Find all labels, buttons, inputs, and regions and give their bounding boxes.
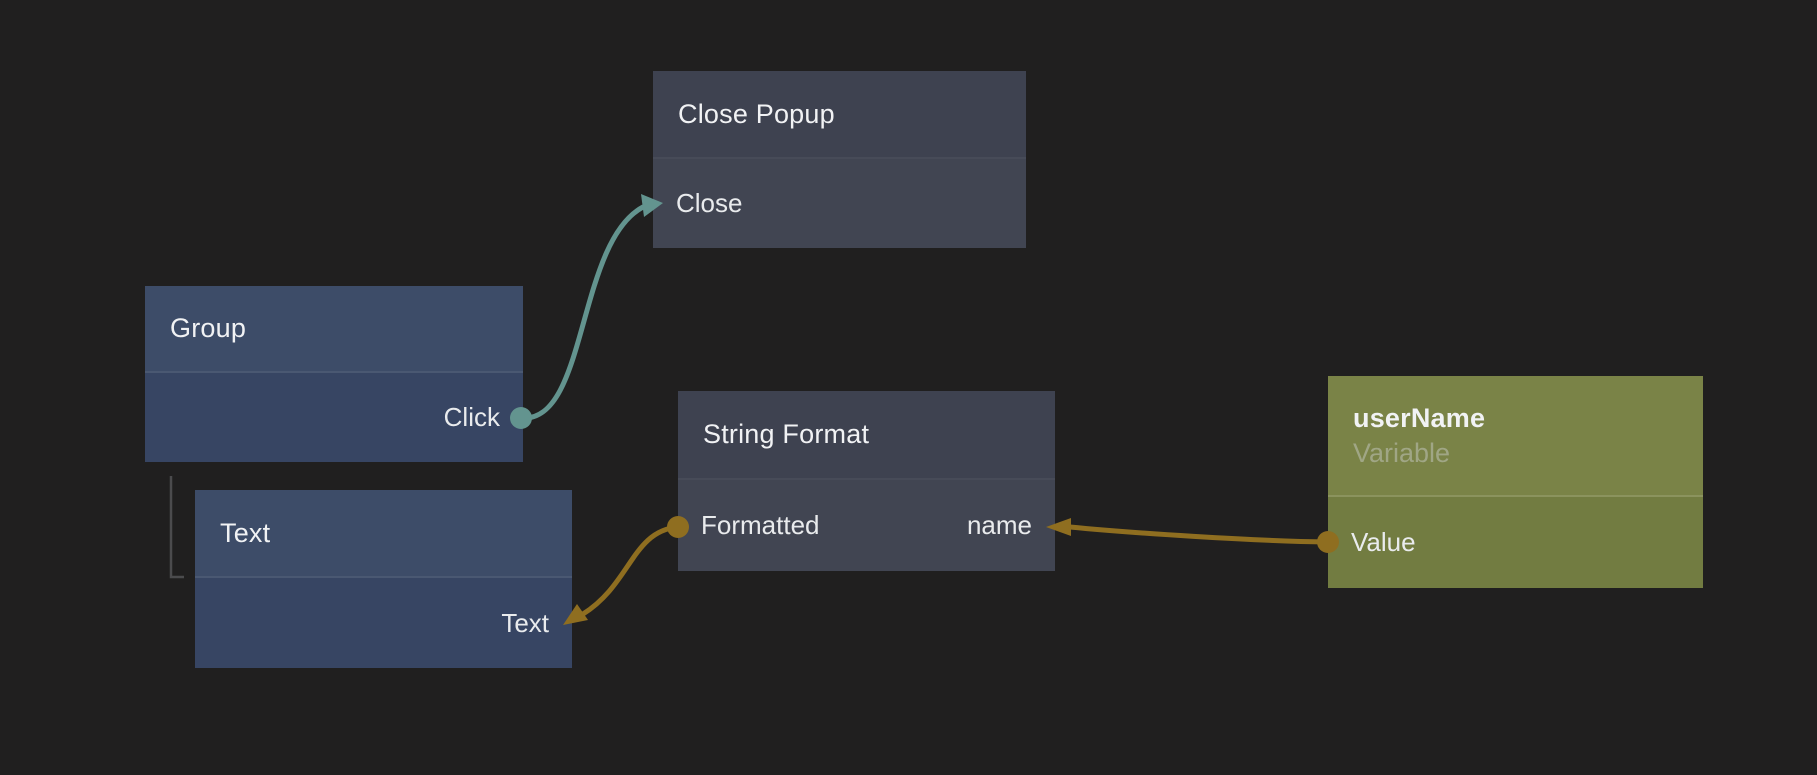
node-text[interactable]: Text Text [195,490,572,668]
node-username-body: Value [1328,497,1703,588]
node-title: Group [170,313,247,343]
tree-connector-line [169,476,184,579]
port-value-out[interactable]: Value [1351,527,1416,557]
node-string-format-header[interactable]: String Format [678,391,1055,480]
node-string-format-body: Formatted name [678,480,1055,571]
node-close-popup-header[interactable]: Close Popup [653,71,1026,159]
port-click-out[interactable]: Click [443,402,500,432]
node-group[interactable]: Group Click [145,286,523,462]
node-close-popup-body: Close [653,159,1026,248]
node-close-popup[interactable]: Close Popup Close [653,71,1026,248]
node-text-body: Text [195,578,572,668]
wire-formatted-to-text[interactable] [580,524,681,617]
port-text-in[interactable]: Text [501,607,549,638]
node-subtitle: Variable [1353,437,1451,468]
port-name-in[interactable]: name [966,510,1032,540]
node-string-format[interactable]: String Format Formatted name [678,391,1055,571]
port-formatted-out[interactable]: Formatted [701,510,820,540]
port-close-in[interactable]: Close [676,188,743,218]
node-username-header[interactable]: userName Variable [1328,376,1703,497]
node-title: Close Popup [678,98,835,129]
node-group-body: Click [145,373,523,462]
node-text-header[interactable]: Text [195,490,572,578]
node-group-header[interactable]: Group [145,286,523,373]
node-username-variable[interactable]: userName Variable Value [1328,376,1703,588]
node-title: userName [1353,402,1486,433]
wire-click-to-close[interactable] [518,204,646,421]
wire-value-to-name[interactable] [1067,524,1331,545]
node-title: Text [220,517,271,548]
node-title: String Format [703,419,870,449]
